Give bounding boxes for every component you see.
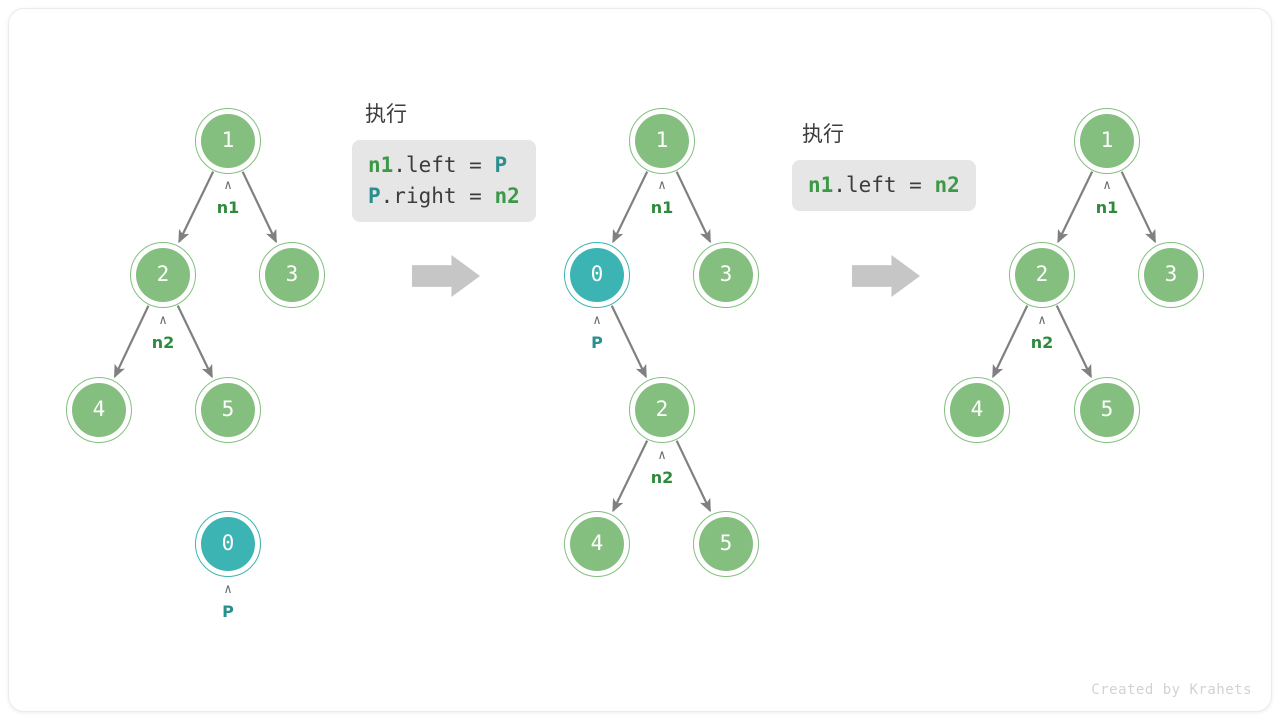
code-token: .left = [393, 153, 495, 177]
node-ring [1074, 108, 1140, 174]
pointer-label-n2: ∧ n2 [128, 313, 198, 353]
node-value: 5 [719, 530, 733, 555]
node-ring [693, 242, 759, 308]
tree-node: 3 [1138, 242, 1204, 308]
code-line: P.right = n2 [368, 181, 520, 212]
pointer-name: n2 [650, 468, 674, 487]
pointer-name: P [591, 333, 603, 352]
pointer-label-n1: ∧ n1 [627, 178, 697, 218]
code-token: .right = [380, 184, 495, 208]
node-value: 0 [590, 261, 604, 286]
pointer-name: n1 [216, 198, 240, 217]
pointer-name: n2 [1030, 333, 1054, 352]
code-token: n1 [808, 173, 834, 197]
node-value: 4 [970, 396, 984, 421]
watermark: Created by Krahets [1091, 682, 1252, 698]
tree-node: 4 [66, 377, 132, 443]
pointer-name: n1 [650, 198, 674, 217]
node-ring [629, 108, 695, 174]
node-ring [195, 108, 261, 174]
code-token: P [494, 153, 508, 177]
pointer-name: P [222, 602, 234, 621]
tree-node: 4 [564, 511, 630, 577]
caret-icon: ∧ [159, 313, 167, 328]
code-token: .left = [833, 173, 935, 197]
caret-icon: ∧ [658, 448, 666, 463]
node-ring [130, 242, 196, 308]
tree-node: 2 [629, 377, 695, 443]
node-ring [195, 377, 261, 443]
pointer-name: n2 [151, 333, 175, 352]
pointer-label-n2: ∧ n2 [1007, 313, 1077, 353]
tree-node: 0 [564, 242, 630, 308]
tree-node: 5 [693, 511, 759, 577]
caret-icon: ∧ [224, 582, 232, 597]
node-ring [1009, 242, 1075, 308]
node-value: 2 [156, 261, 170, 286]
node-value: 1 [655, 127, 669, 152]
pointer-label-n2: ∧ n2 [627, 448, 697, 488]
node-ring [629, 377, 695, 443]
node-ring [944, 377, 1010, 443]
tree-node: 0 [195, 511, 261, 577]
code-token: P [368, 184, 381, 208]
node-ring [259, 242, 325, 308]
pointer-name: n1 [1095, 198, 1119, 217]
node-ring [693, 511, 759, 577]
tree-node: 5 [1074, 377, 1140, 443]
step-3-code-block: n1.left = n2 [792, 160, 976, 211]
code-token: n2 [494, 184, 520, 208]
node-value: 0 [221, 530, 235, 555]
step-2-title: 执行 [365, 102, 407, 126]
tree-node: 2 [130, 242, 196, 308]
code-token: n2 [934, 173, 960, 197]
caret-icon: ∧ [224, 178, 232, 193]
node-ring [564, 511, 630, 577]
caret-icon: ∧ [1038, 313, 1046, 328]
node-value: 4 [92, 396, 106, 421]
tree-node: 1 [195, 108, 261, 174]
tree-node: 1 [1074, 108, 1140, 174]
tree-node: 2 [1009, 242, 1075, 308]
node-ring [66, 377, 132, 443]
node-ring [1074, 377, 1140, 443]
node-ring [195, 511, 261, 577]
tree-node: 3 [693, 242, 759, 308]
tree-node: 5 [195, 377, 261, 443]
node-value: 3 [719, 261, 733, 286]
node-ring [564, 242, 630, 308]
node-value: 5 [1100, 396, 1114, 421]
pointer-label-n1: ∧ n1 [193, 178, 263, 218]
node-value: 2 [655, 396, 669, 421]
pointer-label-p: ∧P [193, 582, 263, 622]
node-value: 1 [1100, 127, 1114, 152]
tree-node: 4 [944, 377, 1010, 443]
code-token: n1 [368, 153, 394, 177]
node-value: 3 [1164, 261, 1178, 286]
node-value: 4 [590, 530, 604, 555]
node-value: 1 [221, 127, 235, 152]
node-ring [1138, 242, 1204, 308]
node-value: 2 [1035, 261, 1049, 286]
tree-node: 1 [629, 108, 695, 174]
pointer-label-p: ∧P [562, 313, 632, 353]
node-value: 3 [285, 261, 299, 286]
node-value: 5 [221, 396, 235, 421]
caret-icon: ∧ [593, 313, 601, 328]
tree-node: 3 [259, 242, 325, 308]
caret-icon: ∧ [658, 178, 666, 193]
code-line: n1.left = n2 [808, 170, 960, 201]
step-3-title: 执行 [802, 122, 844, 146]
caret-icon: ∧ [1103, 178, 1111, 193]
pointer-label-n1: ∧ n1 [1072, 178, 1142, 218]
code-line: n1.left = P [368, 150, 520, 181]
